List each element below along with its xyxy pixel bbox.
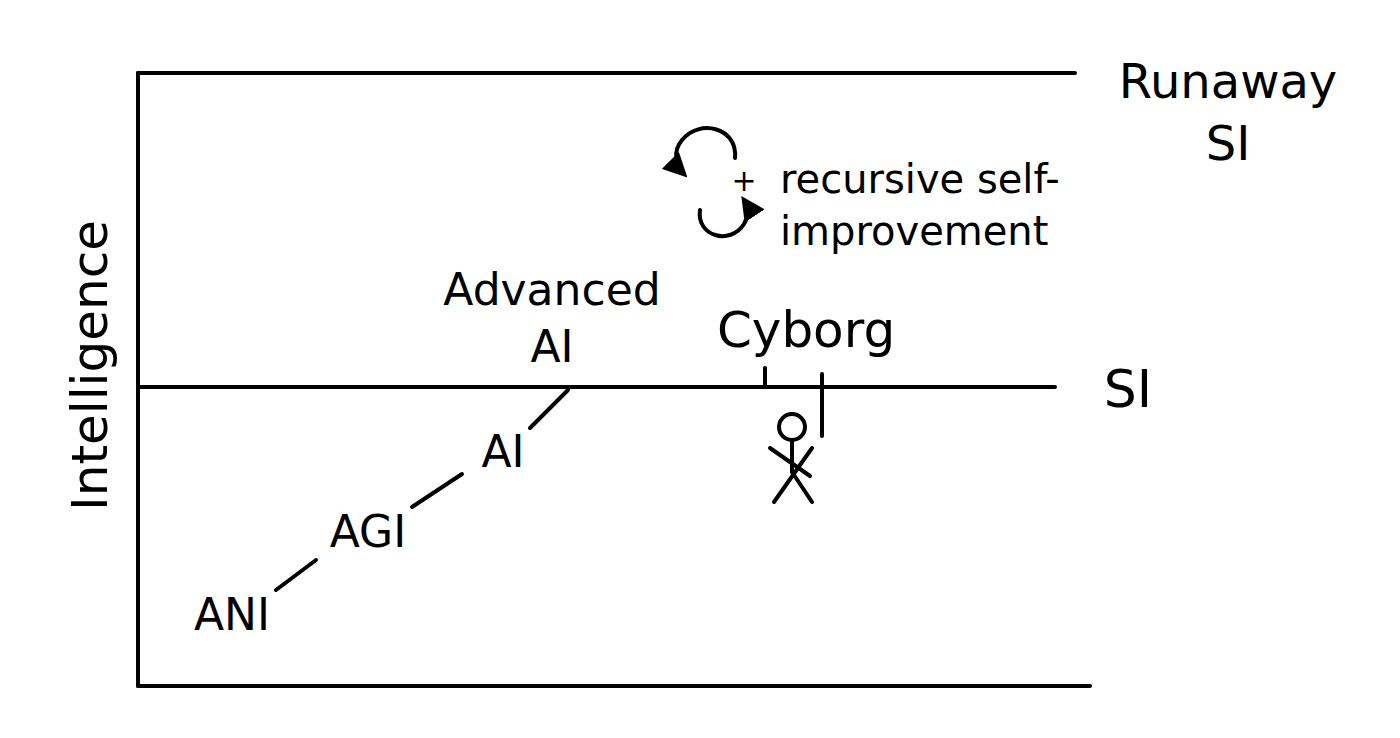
- stage-label: AGI: [330, 503, 406, 560]
- stick-figure-body: [790, 440, 794, 472]
- stick-figure-limb: [792, 472, 812, 502]
- y-axis: [136, 73, 140, 686]
- trend-segment: [412, 474, 462, 507]
- cycle-arrow: [676, 128, 735, 174]
- cyborg-label: Cyborg: [717, 298, 895, 363]
- process-note: recursive self-improvement: [780, 153, 1220, 257]
- stick-figure-head: [779, 414, 805, 440]
- stick-figure-limb: [774, 448, 812, 502]
- level-label: Runaway SI: [1098, 50, 1358, 175]
- stage-label: ANI: [194, 586, 270, 643]
- stage-label: Advanced AI: [432, 261, 672, 375]
- x-axis: [138, 684, 1090, 688]
- trend-segment: [530, 390, 568, 428]
- runaway-si-line: [138, 71, 1075, 75]
- stage-label: AI: [481, 423, 524, 480]
- cyborg-pole: [820, 374, 824, 436]
- cyborg-mark: [763, 368, 767, 387]
- axis-title: Intelligence: [58, 220, 123, 511]
- cycle-arrow: [700, 200, 748, 236]
- level-label: SI: [1104, 356, 1152, 424]
- trend-segment: [276, 560, 316, 590]
- plus-sign: +: [731, 161, 756, 200]
- si-line: [138, 385, 1055, 389]
